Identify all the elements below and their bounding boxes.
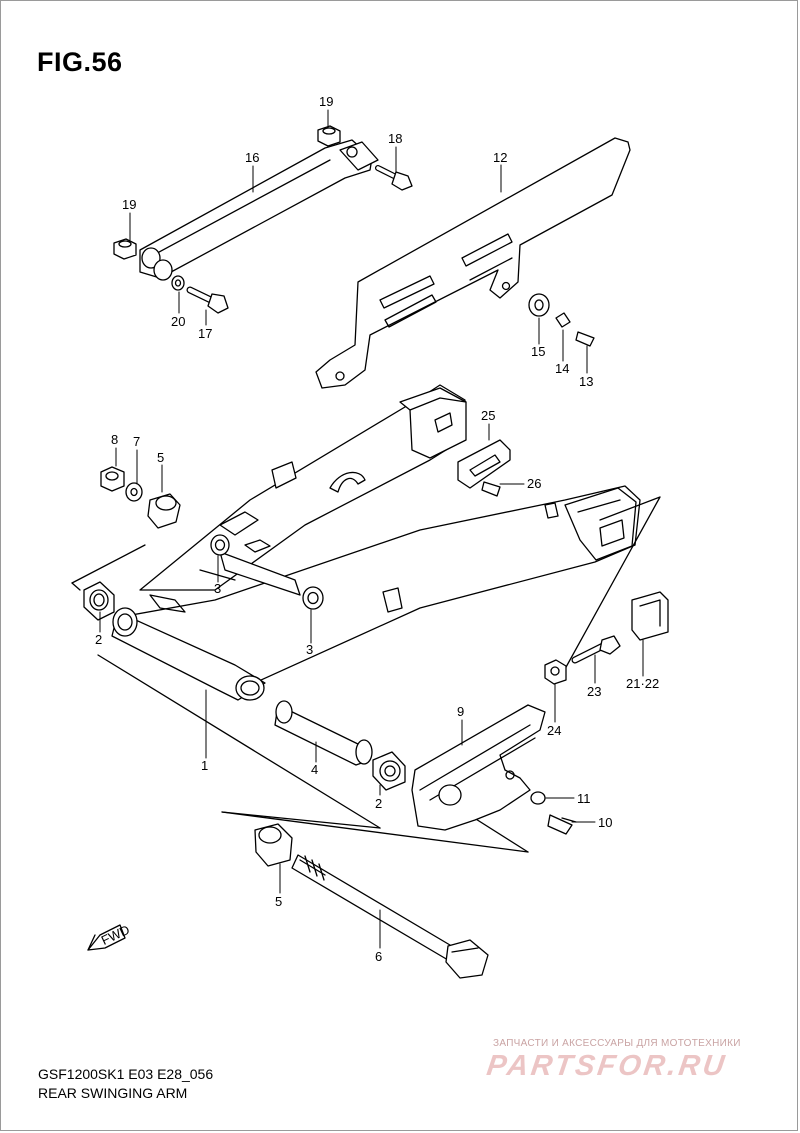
- watermark-tagline: ЗАПЧАСТИ И АКСЕССУАРЫ ДЛЯ МОТОТЕХНИКИ: [493, 1038, 741, 1049]
- callout-21-22: 21·22: [626, 676, 659, 691]
- bearing-3-upper: [210, 534, 230, 556]
- diagram-caption: REAR SWINGING ARM: [38, 1085, 188, 1101]
- screw-26: [481, 481, 501, 497]
- callout-23: 23: [587, 684, 601, 699]
- watermark-logo: PARTSFOR.RU: [484, 1050, 730, 1082]
- fwd-arrow-label: FWD: [99, 922, 132, 948]
- callout-10: 10: [598, 815, 612, 830]
- bolt-10: [547, 814, 577, 835]
- leader-lines: [99, 109, 644, 949]
- callout-25: 25: [481, 408, 495, 423]
- collar-5-upper: [147, 493, 181, 529]
- callout-14: 14: [555, 361, 569, 376]
- slider-21-22: [631, 591, 669, 641]
- model-code: GSF1200SK1 E03 E28_056: [38, 1066, 214, 1082]
- callout-26: 26: [527, 476, 541, 491]
- callout-1: 1: [201, 758, 208, 773]
- washer-20: [171, 275, 185, 291]
- callout-19-left: 19: [122, 197, 136, 212]
- callout-2-left: 2: [95, 632, 102, 647]
- callout-15: 15: [531, 344, 545, 359]
- callout-7: 7: [133, 434, 140, 449]
- bolt-17: [186, 286, 229, 314]
- callout-12: 12: [493, 150, 507, 165]
- callout-19: 19: [319, 94, 333, 109]
- callout-5-upper: 5: [157, 450, 164, 465]
- callout-2-right: 2: [375, 796, 382, 811]
- callout-6: 6: [375, 949, 382, 964]
- callout-5-lower: 5: [275, 894, 282, 909]
- callout-17: 17: [198, 326, 212, 341]
- torque-link: [139, 139, 379, 281]
- nut-19-top: [317, 125, 341, 147]
- callout-13: 13: [579, 374, 593, 389]
- callout-3-upper: 3: [214, 581, 221, 596]
- chain-guard: [315, 137, 631, 389]
- swinging-arm: [111, 384, 641, 701]
- nut-19-left: [113, 238, 137, 260]
- callout-11: 11: [577, 791, 591, 806]
- bolt-23: [571, 635, 621, 664]
- spacer-4: [274, 700, 373, 766]
- bolt-18: [375, 165, 413, 191]
- chain-buffer-9: [411, 704, 546, 831]
- callout-9: 9: [457, 704, 464, 719]
- callout-8: 8: [111, 432, 118, 447]
- bearing-2-right: [372, 751, 406, 791]
- pivot-shaft-6: [291, 854, 489, 979]
- bearing-2-left: [83, 581, 115, 621]
- callout-20: 20: [171, 314, 185, 329]
- fwd-arrow-icon: [87, 924, 126, 951]
- grommet-15: [528, 293, 550, 317]
- collar-11: [530, 791, 546, 805]
- callout-16: 16: [245, 150, 259, 165]
- figure-title: FIG.56: [37, 47, 123, 77]
- plate-25: [457, 439, 511, 489]
- nut-24: [544, 659, 567, 685]
- washer-7: [125, 482, 143, 502]
- collar-5-lower: [254, 823, 293, 867]
- nut-8: [100, 466, 125, 492]
- screw-13: [575, 331, 595, 347]
- leader-line: [71, 544, 146, 584]
- collar-14: [555, 312, 571, 328]
- callout-4: 4: [311, 762, 318, 777]
- callout-18: 18: [388, 131, 402, 146]
- bearing-3-lower: [302, 586, 324, 610]
- callout-24: 24: [547, 723, 561, 738]
- callout-3-lower: 3: [306, 642, 313, 657]
